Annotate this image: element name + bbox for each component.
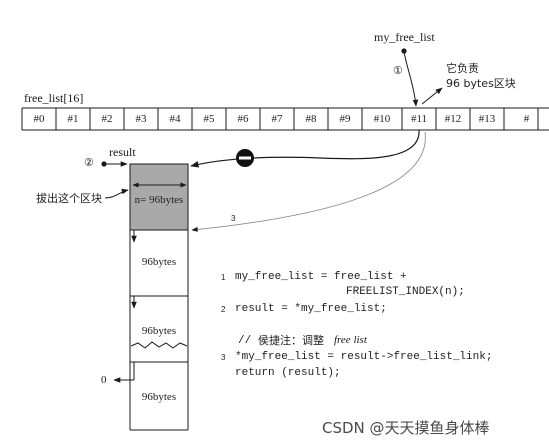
step-three-marker: 3	[231, 214, 236, 223]
link-arrows	[113, 230, 137, 383]
array-cell: #1	[67, 113, 79, 125]
watermark-text: CSDN @天天摸鱼身体棒	[322, 419, 490, 437]
array-cell-active: #11	[410, 113, 428, 125]
array-cell: #0	[33, 113, 45, 125]
annotation-line-2: 96 bytes区块	[446, 77, 516, 90]
array-cell: #	[523, 113, 530, 125]
null-terminator-label: 0	[101, 374, 107, 386]
my-free-list-pointer	[401, 48, 419, 107]
array-cell: #2	[101, 113, 113, 125]
code-comment-emphasis: free list	[334, 334, 367, 346]
code-comment-text: 侯捷注：调整	[258, 334, 324, 347]
result-label: result	[109, 145, 136, 159]
array-cell: #10	[373, 113, 391, 125]
code-line: result = *my_free_list;	[235, 303, 387, 315]
array-cell: #9	[339, 113, 351, 125]
array-cell: #13	[478, 113, 496, 125]
broken-edge	[130, 341, 188, 349]
code-line: FREELIST_INDEX(n);	[346, 286, 465, 298]
array-cell: #12	[444, 113, 462, 125]
annotation-line-1: 它负责	[446, 62, 479, 75]
block-label: 96bytes	[141, 391, 177, 403]
array-cell: #8	[305, 113, 317, 125]
code-line-number: 3	[221, 353, 226, 362]
chain-block-highlighted	[129, 163, 189, 231]
array-cell: #3	[135, 113, 147, 125]
block-label: 96bytes	[141, 325, 177, 337]
annotation-arrow	[421, 87, 443, 105]
relink-arrow	[191, 131, 426, 232]
result-pointer	[101, 161, 128, 167]
block-size-label: n= 96bytes	[134, 194, 184, 206]
code-line-number: 1	[221, 273, 226, 282]
unlink-arrow	[190, 129, 420, 168]
free-list-array-frame	[21, 107, 549, 131]
code-line: my_free_list = free_list +	[235, 271, 407, 283]
my-free-list-label: my_free_list	[374, 30, 435, 44]
minus-circle-icon	[236, 149, 254, 167]
array-cell: #5	[203, 113, 215, 125]
code-line: return (result);	[235, 367, 341, 379]
block-label: 96bytes	[141, 256, 177, 268]
step-one-marker: ①	[393, 65, 403, 77]
array-cell: #7	[271, 113, 283, 125]
array-cell: #4	[169, 113, 181, 125]
chain-blocks-frame	[129, 230, 189, 431]
code-line-number: 2	[221, 305, 226, 314]
free-list-label: free_list[16]	[24, 91, 84, 105]
array-cell: #6	[237, 113, 249, 125]
code-line: *my_free_list = result->free_list_link;	[235, 351, 493, 363]
code-comment-prefix: //	[238, 335, 252, 347]
remove-block-note: 拔出这个区块	[36, 192, 102, 205]
step-two-marker: ②	[84, 157, 94, 169]
